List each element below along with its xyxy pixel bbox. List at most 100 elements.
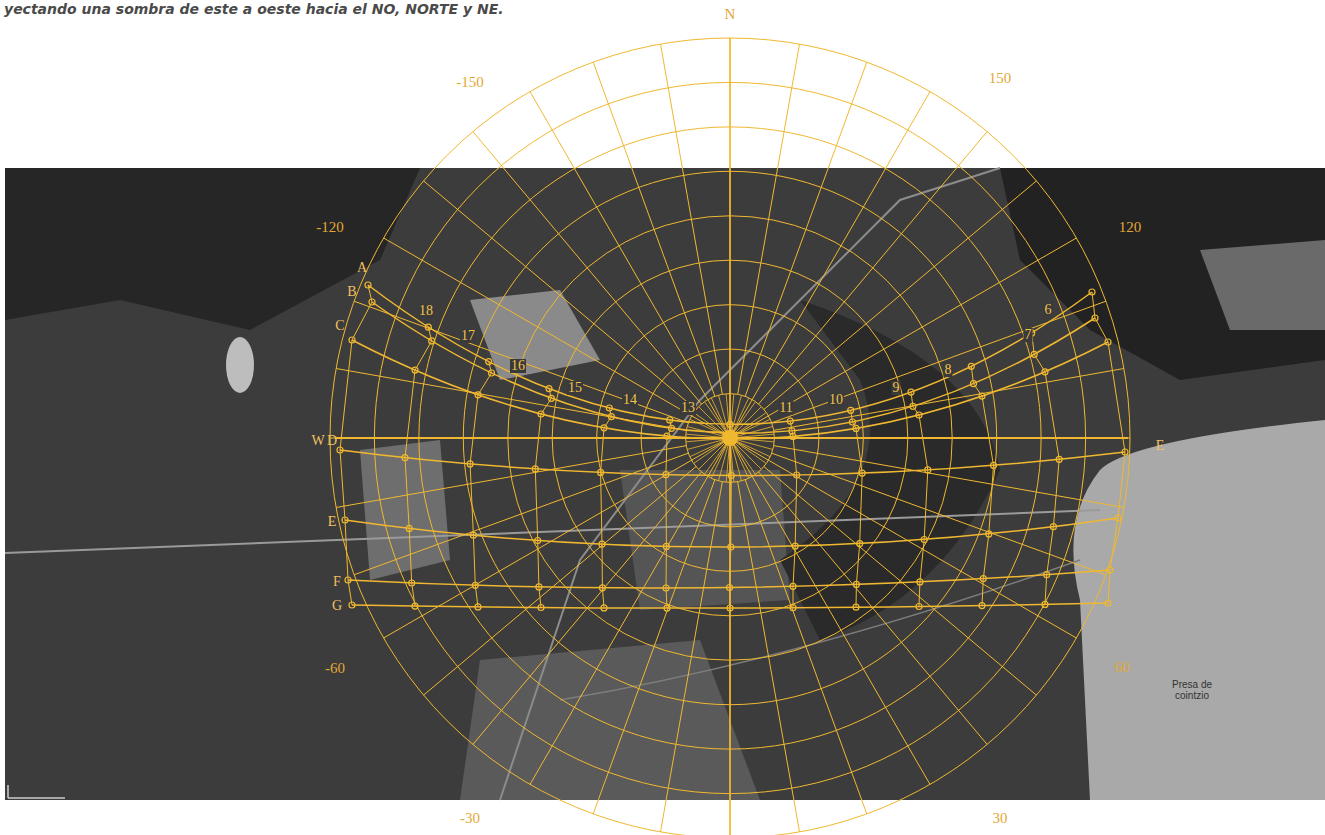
hour-marker [599, 541, 605, 547]
hour-number: 8 [944, 363, 953, 377]
hour-marker [664, 605, 670, 611]
hour-marker [412, 367, 418, 373]
azimuth-label: -150 [456, 75, 484, 90]
hour-marker [467, 461, 473, 467]
hour-marker [849, 419, 855, 425]
hour-line [405, 327, 432, 606]
path-letter: G [332, 599, 342, 613]
hour-line [601, 408, 612, 608]
path-letter: E [328, 515, 337, 529]
hour-marker [599, 585, 605, 591]
hour-marker [790, 605, 796, 611]
hour-marker [1105, 339, 1111, 345]
hour-marker [406, 525, 412, 531]
hour-marker [727, 436, 733, 442]
hour-marker [429, 338, 435, 344]
sun-path [372, 302, 1095, 433]
azimuth-line [772, 453, 1106, 575]
compass-label: E [1156, 439, 1165, 453]
path-letter: A [357, 261, 367, 275]
sun-path [340, 450, 1125, 476]
hour-marker [853, 581, 859, 587]
hour-marker [916, 412, 922, 418]
hour-number: 6 [1044, 303, 1053, 317]
azimuth-line [354, 301, 688, 423]
sun-path [345, 518, 1118, 547]
town-area [460, 640, 760, 800]
hour-marker [669, 425, 675, 431]
azimuth-line [424, 467, 696, 695]
azimuth-line [530, 92, 730, 438]
hour-number: 16 [510, 359, 526, 373]
hour-number: 14 [622, 393, 638, 407]
hour-number: 17 [460, 329, 476, 343]
hour-marker [727, 421, 733, 427]
azimuth-line [661, 482, 723, 832]
hour-line [470, 362, 491, 607]
sun-path [352, 340, 1108, 439]
hour-marker [349, 602, 355, 608]
azimuth-line [738, 44, 800, 394]
hour-marker [1115, 515, 1121, 521]
hour-marker [349, 337, 355, 343]
hour-marker [608, 414, 614, 420]
road [5, 510, 1100, 553]
hour-marker [532, 466, 538, 472]
hour-marker [921, 537, 927, 543]
azimuth-line [738, 482, 800, 832]
hour-marker [337, 447, 343, 453]
azimuth-line [730, 238, 1076, 438]
azimuth-label: 60 [1115, 660, 1130, 675]
hour-marker [1044, 572, 1050, 578]
azimuth-line [354, 453, 688, 575]
azimuth-line [745, 480, 867, 814]
azimuth-line [774, 446, 1124, 508]
hour-marker [1031, 351, 1037, 357]
hour-marker [409, 580, 415, 586]
hour-marker [859, 470, 865, 476]
azimuth-label: -60 [325, 661, 345, 676]
hour-marker [538, 411, 544, 417]
hour-marker [598, 469, 604, 475]
hour-marker [853, 425, 859, 431]
hour-marker [365, 282, 371, 288]
hour-marker [475, 392, 481, 398]
place-name: Presa de cointzio [1166, 680, 1218, 701]
azimuth-line [764, 467, 1036, 695]
hour-marker [1042, 601, 1048, 607]
road [560, 560, 1080, 700]
field-area [1200, 240, 1325, 330]
hour-number: 18 [418, 304, 434, 318]
hour-marker [1042, 369, 1048, 375]
hour-line [971, 366, 993, 605]
hour-marker [991, 462, 997, 468]
hour-line [851, 410, 863, 607]
hour-marker [601, 605, 607, 611]
azimuth-line [473, 132, 702, 404]
azimuth-line [764, 181, 1036, 410]
hour-marker [968, 363, 974, 369]
hour-marker [727, 585, 733, 591]
azimuth-line [759, 132, 988, 404]
hour-number: 7 [1024, 328, 1033, 342]
hour-marker [412, 603, 418, 609]
path-letter: B [347, 285, 356, 299]
hour-marker [663, 543, 669, 549]
field-area [226, 337, 254, 393]
hour-marker [472, 582, 478, 588]
hour-marker [979, 393, 985, 399]
forest-area [1000, 168, 1325, 380]
hour-marker [925, 467, 931, 473]
hour-marker [342, 517, 348, 523]
path-letter: F [333, 575, 341, 589]
hour-marker [1105, 600, 1111, 606]
hour-marker [848, 407, 854, 413]
hour-marker [908, 389, 914, 395]
hour-line [666, 420, 672, 608]
hour-marker [1107, 567, 1113, 573]
hour-marker [538, 605, 544, 611]
azimuth-line [730, 438, 930, 784]
